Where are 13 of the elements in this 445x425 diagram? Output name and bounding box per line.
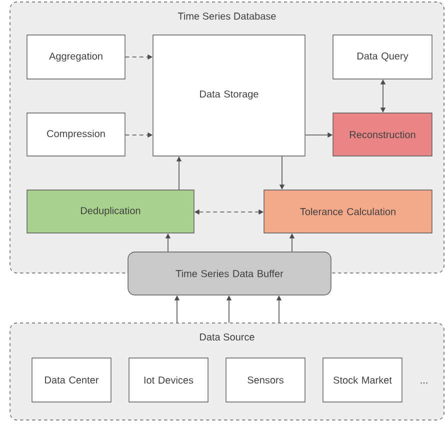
- process-box: Data Storage: [152, 34, 306, 156]
- buffer-box: Time Series Data Buffer: [128, 252, 332, 296]
- process-box: Tolerance Calculation: [264, 190, 432, 234]
- process-box: Compression: [26, 112, 126, 156]
- process-box: Deduplication: [26, 190, 194, 234]
- process-box: Sensors: [226, 358, 306, 402]
- process-box: Data Center: [32, 358, 112, 402]
- process-box: Data Query: [332, 34, 432, 80]
- process-box: Reconstruction: [332, 112, 432, 156]
- process-box: Stock Market: [322, 358, 402, 402]
- process-box: Aggregation: [26, 34, 126, 80]
- ellipsis-text: ...: [420, 382, 428, 384]
- process-box: Iot Devices: [128, 358, 208, 402]
